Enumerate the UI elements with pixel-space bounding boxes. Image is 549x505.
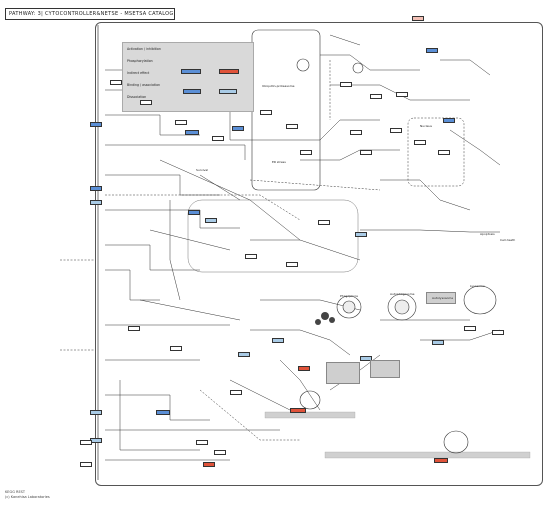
- gene-node-blue[interactable]: [188, 210, 200, 215]
- gene-node-red[interactable]: [434, 458, 448, 463]
- gene-node[interactable]: [110, 80, 122, 85]
- label-ubiquitin-proteasome: Ubiquitin-proteasome: [262, 84, 295, 88]
- label-er-stress: ER stress: [272, 160, 286, 164]
- gene-node[interactable]: [128, 326, 140, 331]
- gene-node[interactable]: [464, 326, 476, 331]
- gene-node-blue[interactable]: [90, 122, 102, 127]
- label-phagophore: Phagophore: [340, 294, 358, 298]
- legend-blue-swatch: [181, 69, 201, 74]
- label-cell-death: Cell death: [500, 238, 516, 242]
- gene-node[interactable]: [390, 128, 402, 133]
- gene-node-lightblue[interactable]: [355, 232, 367, 237]
- gene-node-lightblue[interactable]: [90, 200, 102, 205]
- cell-boundary: [95, 22, 543, 486]
- gene-node[interactable]: [245, 254, 257, 259]
- protein-complex[interactable]: [370, 360, 400, 378]
- gene-node[interactable]: [370, 94, 382, 99]
- gene-node-lightblue[interactable]: [432, 340, 444, 345]
- label-apoptosis: Apoptosis: [480, 232, 495, 236]
- label-nucleus: Nucleus: [420, 124, 432, 128]
- gene-node[interactable]: [492, 330, 504, 335]
- gene-node-lightblue[interactable]: [272, 338, 284, 343]
- legend-row-1: Activation / inhibition: [127, 47, 161, 51]
- gene-node-pink[interactable]: [412, 16, 424, 21]
- gene-node-lightblue[interactable]: [90, 410, 102, 415]
- gene-node[interactable]: [350, 130, 362, 135]
- footer-line-1: KEGG REST: [5, 490, 26, 494]
- gene-node[interactable]: [414, 140, 426, 145]
- gene-node-blue[interactable]: [426, 48, 438, 53]
- gene-node[interactable]: [80, 462, 92, 467]
- gene-node-blue[interactable]: [232, 126, 244, 131]
- gene-node-lightblue[interactable]: [238, 352, 250, 357]
- gene-node-lightblue[interactable]: [360, 356, 372, 361]
- gene-node[interactable]: [438, 150, 450, 155]
- gene-node[interactable]: [286, 262, 298, 267]
- pathway-title: PATHWAY: 3| CYTOCONTROLLER&NETSE - MSETS…: [5, 8, 175, 20]
- gene-node[interactable]: [212, 136, 224, 141]
- gene-node[interactable]: [396, 92, 408, 97]
- gene-node[interactable]: [360, 150, 372, 155]
- gene-node[interactable]: [230, 390, 242, 395]
- gene-node-blue[interactable]: [156, 410, 170, 415]
- label-autophagosome: Autophagosome: [390, 292, 415, 296]
- gene-node-lightblue[interactable]: [205, 218, 217, 223]
- gene-node-blue[interactable]: [185, 130, 199, 135]
- protein-complex[interactable]: [426, 292, 456, 304]
- gene-node-red[interactable]: [203, 462, 215, 467]
- legend-red-swatch: [219, 69, 239, 74]
- label-lysosome: Lysosome: [470, 284, 485, 288]
- gene-node-blue[interactable]: [90, 186, 102, 191]
- gene-node[interactable]: [318, 220, 330, 225]
- gene-node[interactable]: [170, 346, 182, 351]
- gene-node[interactable]: [260, 110, 272, 115]
- gene-node[interactable]: [175, 120, 187, 125]
- legend-row-5: Dissociation: [127, 95, 147, 99]
- label-survival: Survival: [196, 168, 209, 172]
- gene-node[interactable]: [214, 450, 226, 455]
- gene-node[interactable]: [340, 82, 352, 87]
- gene-node-blue[interactable]: [443, 118, 455, 123]
- gene-node[interactable]: [286, 124, 298, 129]
- legend-row-3: Indirect effect: [127, 71, 150, 75]
- label-autolysosome: Autolysosome: [432, 296, 454, 300]
- legend-blue-swatch: [183, 89, 201, 94]
- gene-node[interactable]: [300, 150, 312, 155]
- protein-complex[interactable]: [326, 362, 360, 384]
- gene-node[interactable]: [80, 440, 92, 445]
- legend-row-4: Binding / association: [127, 83, 161, 87]
- footer-line-2: (c) Kanehisa Laboratories: [5, 495, 50, 499]
- legend-row-2: Phosphorylation: [127, 59, 153, 63]
- gene-node-red[interactable]: [290, 408, 306, 413]
- gene-node[interactable]: [196, 440, 208, 445]
- gene-node[interactable]: [140, 100, 152, 105]
- gene-node-red[interactable]: [298, 366, 310, 371]
- legend-lightblue-swatch: [219, 89, 237, 94]
